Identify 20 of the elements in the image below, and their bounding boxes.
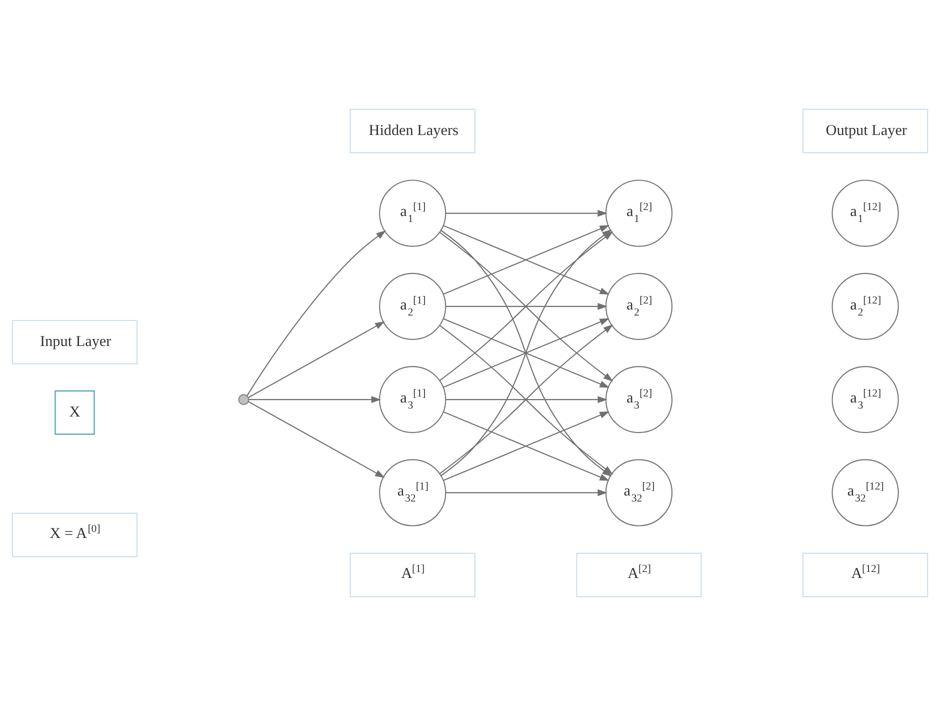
- arrow: [443, 224, 610, 294]
- arrow: [446, 302, 608, 310]
- arrow: [443, 410, 610, 480]
- node-box: A$^{[12]}$: [802, 552, 928, 597]
- node-box: Output Layer: [802, 108, 928, 153]
- node-box: Input Layer: [12, 319, 138, 364]
- node-circle: [238, 394, 250, 404]
- node-box: X = A$^{[0]}$: [12, 512, 138, 557]
- arrow: [443, 318, 610, 388]
- arrow: [248, 320, 385, 398]
- node-box: A$^{[1]}$: [350, 552, 476, 597]
- arrow: [446, 488, 608, 496]
- arrow: [446, 396, 608, 402]
- arrow: [248, 396, 382, 402]
- node-box: X: [54, 390, 95, 434]
- node-box: A$^{[2]}$: [576, 552, 702, 597]
- node-box: Hidden Layers: [350, 108, 476, 153]
- arrow: [248, 400, 385, 478]
- arrow: [246, 230, 386, 396]
- arrow: [446, 209, 608, 216]
